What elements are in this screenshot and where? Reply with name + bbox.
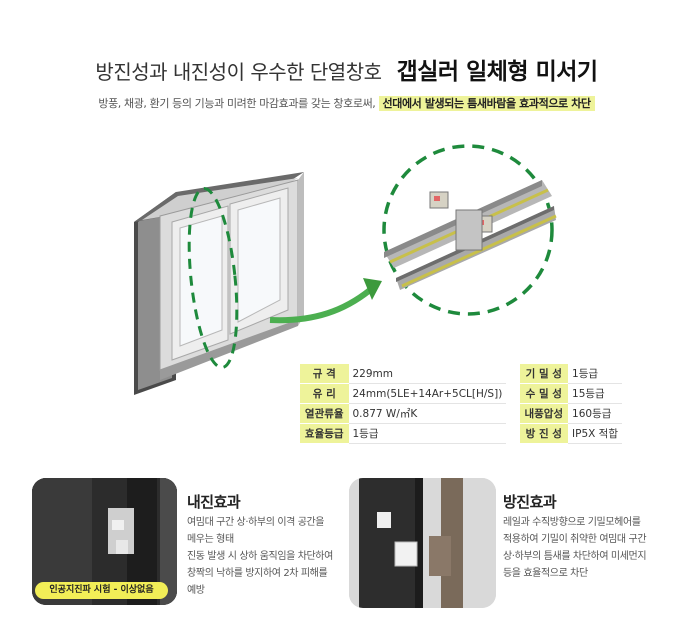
spec-label: 기 밀 성 <box>519 364 569 384</box>
spec-value: 1등급 <box>348 423 507 444</box>
spec-value: 1등급 <box>568 364 622 384</box>
spec-table: 규 격 229mm 기 밀 성 1등급 유 리 24mm(5LE+14Ar+5C… <box>300 364 622 444</box>
spec-value: 160등급 <box>568 403 622 424</box>
title-light: 방진성과 내진성이 우수한 단열창호 <box>95 60 382 84</box>
seismic-description: 여밈대 구간 상·하부의 이격 공간을 메우는 형태 진동 발생 시 상하 움직… <box>187 514 333 599</box>
text-line: 메우는 형태 <box>187 534 234 545</box>
text-line: 등을 효율적으로 차단 <box>503 568 588 579</box>
spec-label: 내풍압성 <box>519 403 569 424</box>
dustproof-title: 방진효과 <box>503 493 557 511</box>
spec-label: 열관류율 <box>300 403 349 424</box>
text-line: 창짝의 낙하를 방지하여 2차 피해를 <box>187 568 328 579</box>
title-bold: 갭실러 일체형 미서기 <box>396 59 598 85</box>
page-title: 방진성과 내진성이 우수한 단열창호 갭실러 일체형 미서기 <box>0 52 693 86</box>
subtitle-highlight: 선대에서 발생되는 틈새바람을 효과적으로 차단 <box>378 96 595 111</box>
mohair-seal-photo <box>349 478 496 608</box>
table-row: 열관류율 0.877 W/㎡K 내풍압성 160등급 <box>300 403 622 424</box>
spec-label: 유 리 <box>300 383 349 404</box>
text-line: 적용하여 기밀이 취약한 여밈대 구간 <box>503 534 647 545</box>
test-result-badge: 인공지진파 시험 - 이상없음 <box>35 582 168 599</box>
table-row: 유 리 24mm(5LE+14Ar+5CL[H/S]) 수 밀 성 15등급 <box>300 383 622 404</box>
dustproof-description: 레일과 수직방향으로 기밀모헤어를 적용하여 기밀이 취약한 여밈대 구간 상·… <box>503 514 647 582</box>
spec-label: 수 밀 성 <box>519 383 569 404</box>
spec-value: 24mm(5LE+14Ar+5CL[H/S]) <box>348 383 507 404</box>
seismic-title: 내진효과 <box>187 493 241 511</box>
spec-value: 229mm <box>348 364 507 384</box>
text-line: 예방 <box>187 585 205 596</box>
spec-label: 규 격 <box>300 364 349 384</box>
spec-label: 방 진 성 <box>519 423 569 444</box>
text-line: 상·하부의 틈새를 차단하여 미세먼지 <box>503 551 647 562</box>
subtitle-plain: 방풍, 채광, 환기 등의 기능과 미려한 마감효과를 갖는 창호로써, <box>98 97 376 110</box>
table-row: 효율등급 1등급 방 진 성 IP5X 적합 <box>300 423 622 444</box>
spec-value: 15등급 <box>568 383 622 404</box>
subtitle: 방풍, 채광, 환기 등의 기능과 미려한 마감효과를 갖는 창호로써, 선대에… <box>0 95 693 111</box>
spec-label: 효율등급 <box>300 423 349 444</box>
text-line: 여밈대 구간 상·하부의 이격 공간을 <box>187 517 325 528</box>
detail-zoom-illustration <box>382 144 557 316</box>
spec-value: 0.877 W/㎡K <box>348 403 507 424</box>
spec-value: IP5X 적합 <box>568 423 622 444</box>
window-illustration <box>134 172 382 395</box>
table-row: 규 격 229mm 기 밀 성 1등급 <box>300 364 622 384</box>
text-line: 진동 발생 시 상하 움직임을 차단하여 <box>187 551 333 562</box>
text-line: 레일과 수직방향으로 기밀모헤어를 <box>503 517 641 528</box>
